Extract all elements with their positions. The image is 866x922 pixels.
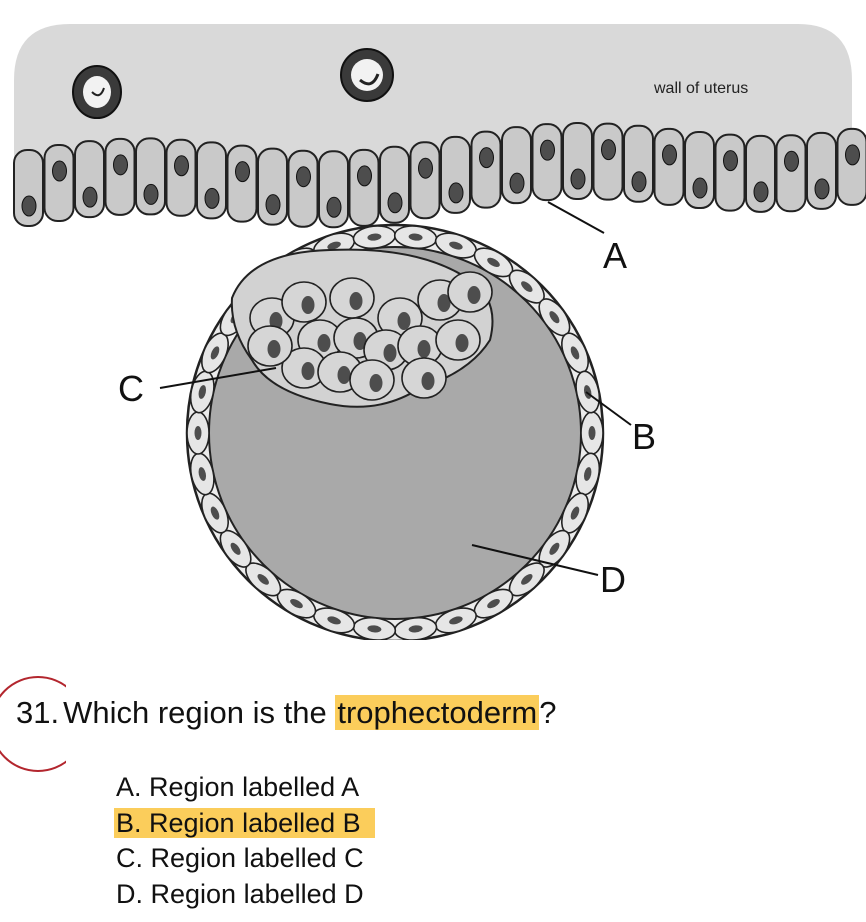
icm-cell — [247, 325, 293, 367]
epithelial-cell — [196, 141, 227, 220]
trophectoderm-cell — [276, 588, 317, 619]
question: 31. Which region is the trophectoderm? — [0, 676, 557, 772]
icm-cell — [281, 347, 327, 389]
epithelial-cell — [379, 145, 410, 224]
answer-options: A. Region labelled A B. Region labelled … — [114, 770, 375, 912]
trophectoderm-cell — [186, 411, 210, 455]
epithelial-cell — [623, 124, 654, 203]
icm-cell — [447, 271, 493, 313]
blastocyst-diagram: wall of uterus A B C D — [13, 24, 866, 640]
trophectoderm-cell — [393, 225, 438, 250]
epithelial-cell — [348, 148, 380, 227]
epithelial-cell — [531, 123, 563, 202]
label-b: B — [585, 391, 656, 457]
epithelial-cell — [714, 133, 746, 212]
epithelial-cell — [562, 121, 593, 200]
uterine-epithelium — [13, 121, 866, 229]
epithelial-cell — [257, 147, 288, 226]
option-c[interactable]: C. Region labelled C — [116, 843, 364, 873]
epithelial-cell — [775, 134, 807, 213]
trophectoderm-cell — [580, 411, 604, 455]
label-b-text: B — [632, 416, 656, 457]
epithelial-cell — [135, 137, 166, 216]
question-highlight: trophectoderm — [335, 695, 540, 730]
label-a-text: A — [603, 235, 627, 276]
epithelial-cell — [470, 130, 502, 209]
epithelial-cell — [104, 137, 136, 216]
epithelial-cell — [745, 134, 776, 213]
inner-cell-mass-cells — [247, 271, 493, 401]
question-number: 31. — [0, 676, 66, 772]
epithelial-cell — [74, 140, 105, 219]
epithelial-cell — [409, 141, 441, 220]
epithelial-cell — [836, 127, 866, 206]
epithelial-cell — [684, 131, 715, 210]
trophectoderm-cell — [575, 370, 601, 414]
option-a[interactable]: A. Region labelled A — [116, 772, 360, 802]
trophectoderm-cell — [561, 492, 589, 534]
epithelial-cell — [806, 131, 837, 210]
icm-cell — [349, 359, 395, 401]
epithelial-cell — [287, 149, 319, 228]
icm-cell — [329, 277, 375, 319]
label-d: D — [471, 544, 626, 600]
epithelial-cell — [653, 127, 685, 206]
trophectoderm-cell — [575, 452, 601, 496]
epithelial-cell — [592, 122, 624, 201]
icm-cell — [401, 357, 447, 399]
option-b[interactable]: B. Region labelled B — [114, 806, 375, 842]
label-c: C — [118, 367, 277, 409]
epithelial-cell — [501, 126, 532, 205]
epithelial-cell — [226, 144, 258, 223]
epithelial-cell — [43, 143, 75, 222]
label-c-text: C — [118, 368, 144, 409]
trophectoderm-cell — [313, 607, 356, 634]
option-d[interactable]: D. Region labelled D — [116, 878, 364, 909]
wall-of-uterus-label: wall of uterus — [653, 80, 748, 97]
epithelial-cell — [13, 149, 44, 228]
uterine-cell-1 — [72, 65, 122, 119]
epithelial-cell — [440, 135, 471, 214]
label-d-text: D — [600, 559, 626, 600]
uterine-cell-2 — [340, 48, 394, 102]
icm-cell — [435, 319, 481, 361]
trophectoderm-cell — [434, 607, 477, 634]
epithelial-cell — [165, 138, 197, 217]
epithelial-cell — [318, 150, 349, 229]
label-a: A — [547, 201, 627, 276]
icm-cell — [281, 281, 327, 323]
question-end: ? — [539, 695, 557, 730]
blastocyst — [185, 223, 605, 640]
question-text: Which region is the — [63, 695, 336, 730]
question-number-circle — [0, 676, 66, 772]
